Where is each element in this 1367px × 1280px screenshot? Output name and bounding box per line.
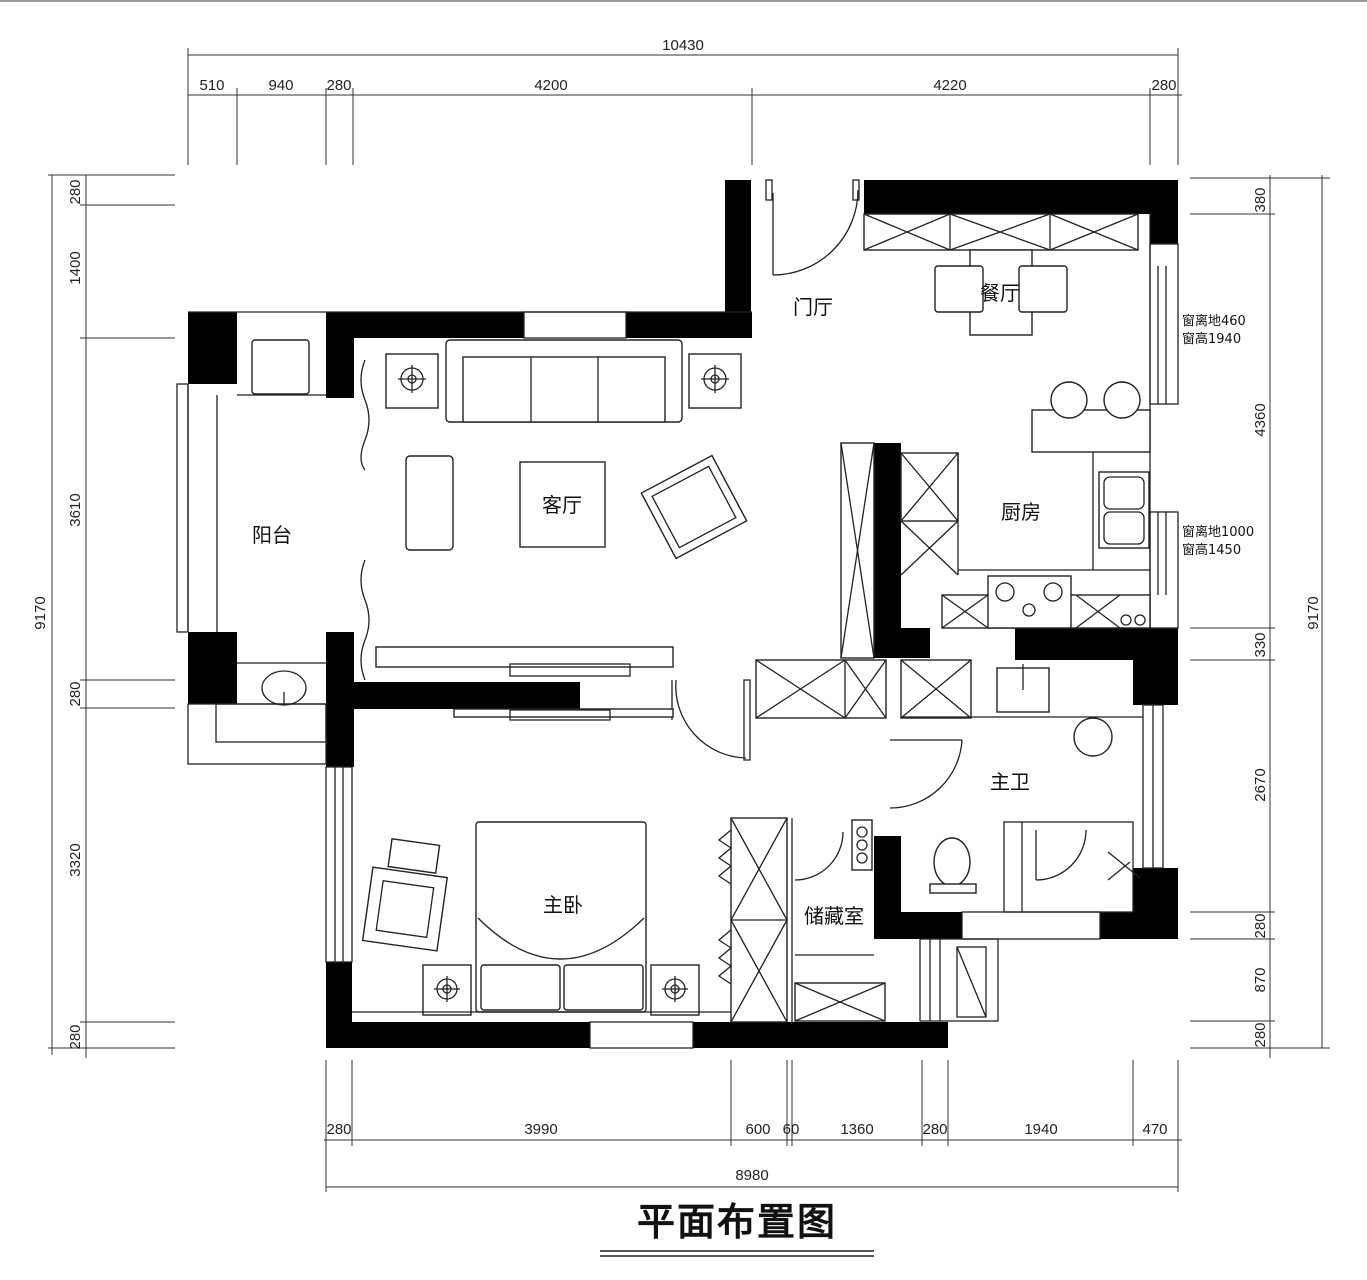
dim-bottom-3: 600 (745, 1121, 770, 1138)
dim-top-4: 4200 (534, 77, 567, 94)
room-label-balcony: 阳台 (252, 523, 292, 547)
dim-top-6: 280 (1151, 77, 1176, 94)
furniture (251, 213, 1151, 1023)
dim-right-7: 280 (1252, 1022, 1269, 1047)
top-border (0, 0, 1367, 2)
dim-left-2: 1400 (67, 251, 84, 284)
dim-top-total: 10430 (662, 37, 704, 54)
dim-right-5: 280 (1252, 913, 1269, 938)
dim-left-total: 9170 (32, 596, 49, 629)
dim-left-1: 280 (67, 179, 84, 204)
room-label-kitchen: 厨房 (1001, 500, 1041, 524)
drawing-title-block: 平面布置图 (600, 1200, 874, 1257)
dim-bottom-6: 280 (922, 1121, 947, 1138)
doors (671, 179, 1134, 913)
dimension-labels: 10430 510 940 280 4200 4220 280 280 3990… (32, 37, 1322, 1184)
dim-right-1: 380 (1252, 187, 1269, 212)
room-label-master-bath: 主卫 (990, 770, 1030, 794)
room-label-entrance: 门厅 (793, 295, 833, 319)
dim-bottom-5: 1360 (840, 1121, 873, 1138)
dim-right-3: 330 (1252, 632, 1269, 657)
dim-right-2: 4360 (1252, 403, 1269, 436)
dim-right-total: 9170 (1305, 596, 1322, 629)
dim-bottom-7: 1940 (1024, 1121, 1057, 1138)
dim-bottom-8: 470 (1142, 1121, 1167, 1138)
dim-top-2: 940 (268, 77, 293, 94)
room-label-dining: 餐厅 (980, 281, 1020, 305)
dim-bottom-2: 3990 (524, 1121, 557, 1138)
window-notes: 窗离地460 窗高1940 窗离地1000 窗高1450 (1182, 313, 1254, 558)
dim-top-5: 4220 (933, 77, 966, 94)
dim-left-4: 280 (67, 681, 84, 706)
drawing-title: 平面布置图 (637, 1200, 837, 1244)
dim-left-3: 3610 (67, 493, 84, 526)
walls (188, 180, 1178, 1048)
room-label-storage: 储藏室 (804, 904, 864, 928)
window-note-1-height: 窗高1940 (1182, 331, 1241, 347)
room-label-master-bedroom: 主卧 (543, 893, 583, 917)
dim-right-4: 2670 (1252, 768, 1269, 801)
window-note-2-height: 窗高1450 (1182, 542, 1241, 558)
dim-top-1: 510 (199, 77, 224, 94)
dim-left-6: 280 (67, 1024, 84, 1049)
dim-right-6: 870 (1252, 967, 1269, 992)
room-labels: 门厅 餐厅 客厅 阳台 厨房 主卫 主卧 储藏室 (252, 281, 1041, 928)
window-note-2-sill: 窗离地1000 (1182, 524, 1254, 540)
room-label-living: 客厅 (542, 493, 582, 517)
dim-bottom-1: 280 (326, 1121, 351, 1138)
dim-top-3: 280 (326, 77, 351, 94)
dimension-lines (48, 48, 1330, 1192)
dim-bottom-4: 60 (783, 1121, 800, 1138)
dim-left-5: 3320 (67, 843, 84, 876)
window-note-1-sill: 窗离地460 (1182, 313, 1246, 329)
dim-bottom-total: 8980 (735, 1167, 768, 1184)
